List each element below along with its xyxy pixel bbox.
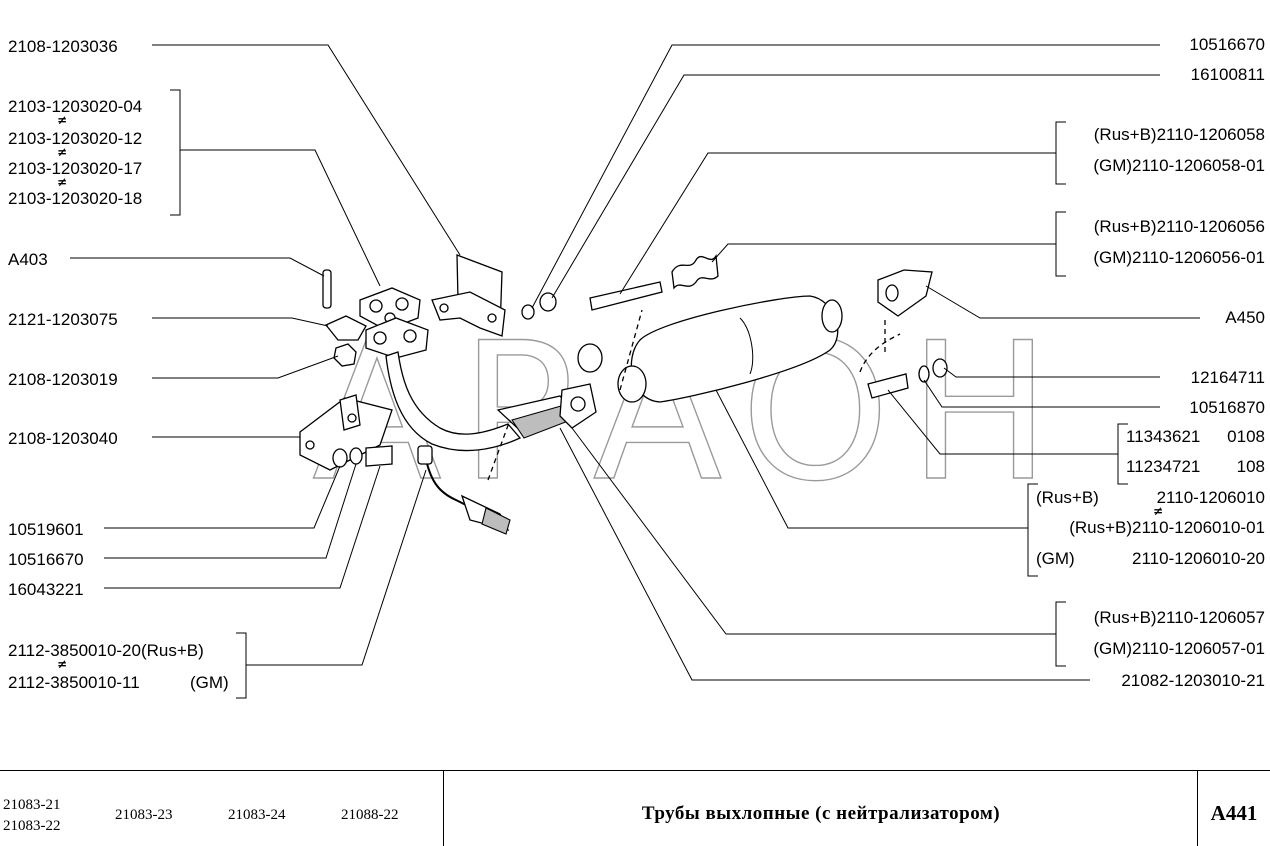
model-21083-22: 21083-22 [3,818,61,834]
label-0108: 0108 [1227,427,1265,446]
neq-mark: ≠ [1153,504,1163,518]
part-washer-10516870 [918,365,930,383]
neq-mark: ≠ [57,175,67,189]
part-nut-16100811 [521,304,535,320]
neq-mark: ≠ [57,657,67,671]
label-2108-1203040: 2108-1203040 [8,429,118,448]
model-21083-21: 21083-21 [3,797,61,813]
neq-mark: ≠ [57,113,67,127]
neq-mark: ≠ [57,145,67,159]
part-bolt-11343621 [867,373,909,399]
label-10519601: 10519601 [8,520,84,539]
label-2110-1206056-01: (GM)2110-1206056-01 [1093,248,1265,267]
label-108: 108 [1237,457,1265,476]
label-2112-3850010-20: 2112-3850010-20(Rus+B) [8,641,204,660]
label-gm-right: (GM) [1036,549,1075,568]
label-11343621: 11343621 [1126,427,1200,446]
label-2110-1206010: 2110-1206010 [1157,488,1265,507]
label-rus-b: (Rus+B) [1036,488,1099,507]
label-a450: A450 [1225,308,1265,327]
part-catalytic-converter [617,295,843,403]
model-21088-22: 21088-22 [341,807,399,823]
title-block: 21083-21 21083-22 21083-23 21083-24 2108… [0,770,1270,846]
divider [443,771,444,846]
label-2110-1206010-20: 2110-1206010-20 [1132,549,1265,568]
label-12164711: 12164711 [1191,368,1265,387]
part-downpipe [365,317,522,452]
label-2110-1206057-01: (GM)2110-1206057-01 [1093,639,1265,658]
label-21082-1203010-21: 21082-1203010-21 [1121,671,1265,690]
part-seal-ring [577,343,603,373]
label-2108-1203019: 2108-1203019 [8,370,118,389]
part-nut-12164711 [932,358,948,378]
label-2110-1206056: (Rus+B)2110-1206056 [1094,217,1265,236]
divider [1197,771,1198,846]
model-21083-24: 21083-24 [228,807,286,823]
model-21083-23: 21083-23 [115,807,173,823]
label-16043221: 16043221 [8,580,84,599]
part-nut-2108-1203019 [333,343,357,367]
part-pin-a403 [322,269,332,309]
label-10516870: 10516870 [1189,398,1265,417]
label-2110-1206057: (Rus+B)2110-1206057 [1094,608,1265,627]
page-title: Трубы выхлопные (с нейтрализатором) [641,803,1001,824]
label-2103-1203020-12: 2103-1203020-12 [8,129,142,148]
label-2110-1206010-01: (Rus+B)2110-1206010-01 [1069,518,1265,537]
page-code: A441 [1210,801,1258,825]
label-2112-3850010-11: 2112-3850010-11 [8,673,140,692]
part-bolt-16043221 [365,445,393,467]
label-2121-1203075: 2121-1203075 [8,310,118,329]
label-a403: A403 [8,250,48,269]
label-10516670-left: 10516670 [8,550,84,569]
label-2110-1206058: (Rus+B)2110-1206058 [1094,125,1265,144]
part-pipe-21082-1203010-21 [496,383,597,439]
label-16100811: 16100811 [1191,65,1265,84]
part-washer-10519601 [332,448,348,468]
part-clamp-2121-1203075 [324,315,367,341]
exhaust-diagram: АРАОН [8,35,1265,699]
part-bolt-2110-1206058 [589,281,663,311]
part-bracket-2108-1203036 [431,254,506,337]
label-11234721: 11234721 [1126,457,1200,476]
leader-lines-left [70,44,461,699]
leader-lines-right [531,44,1200,681]
part-bracket-2108-1203040 [299,394,393,471]
parts-drawing [299,253,948,535]
label-2110-1206058-01: (GM)2110-1206058-01 [1093,156,1265,175]
part-flange-a450 [877,269,933,317]
label-gm: (GM) [190,673,229,692]
part-washer-10516670 [349,447,363,465]
label-2103-1203020-18: 2103-1203020-18 [8,189,142,208]
part-spring-2110-1206056 [671,253,719,290]
label-2103-1203020-17: 2103-1203020-17 [8,159,142,178]
part-oxygen-sensor [417,445,511,535]
label-2103-1203020-04: 2103-1203020-04 [8,97,142,116]
label-10516670-right: 10516670 [1189,35,1265,54]
label-2108-1203036: 2108-1203036 [8,37,118,56]
part-gasket [359,287,421,331]
